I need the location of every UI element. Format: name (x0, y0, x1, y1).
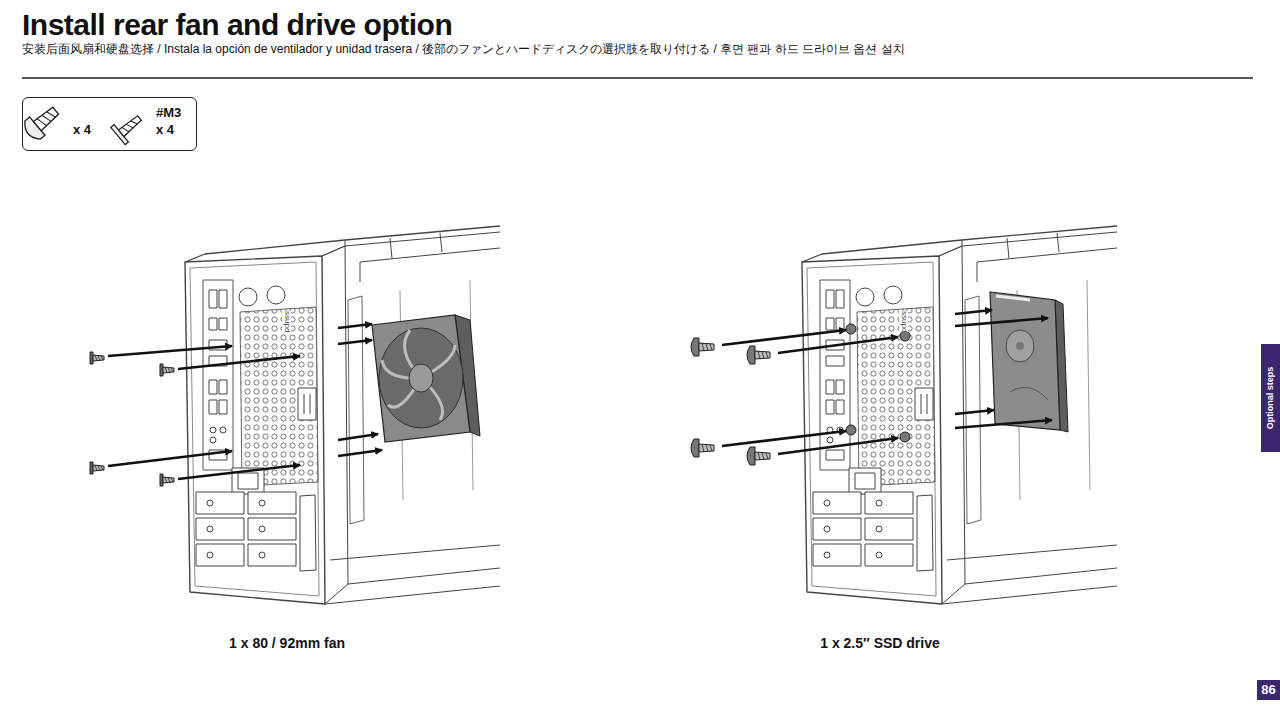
screw-icon (111, 109, 147, 144)
step-caption: 1 x 80 / 92mm fan (229, 636, 345, 651)
case-logo: ssupd (899, 311, 908, 332)
screw-icon (20, 101, 63, 143)
screw-type: #M3 (156, 106, 181, 120)
case-logo: ssupd (282, 311, 291, 332)
ssd-drive (990, 292, 1068, 432)
quantity: x 4 (156, 123, 174, 137)
page-title: Install rear fan and drive option (22, 8, 452, 42)
step-caption: 1 x 2.5″ SSD drive (820, 636, 940, 651)
screw (160, 474, 174, 486)
tab-label: Optional steps (1266, 367, 1276, 430)
parts-box: x 4 #M3 x 4 (22, 97, 197, 151)
screw (160, 364, 174, 376)
quantity: x 4 (73, 123, 91, 137)
screw (90, 352, 104, 364)
screw (747, 447, 770, 465)
pc-case (802, 226, 1117, 604)
screw (90, 462, 104, 474)
subtitle: 安装后面风扇和硬盘选择 / Instala la opción de venti… (22, 43, 905, 56)
screw (691, 439, 714, 457)
fan (372, 315, 480, 442)
arrows (722, 310, 1052, 454)
screw (691, 338, 714, 356)
pc-case (185, 226, 500, 604)
arrows (108, 324, 382, 479)
header-rule (22, 77, 1253, 78)
section-tab: Optional steps (1261, 344, 1280, 452)
page-number: 86 (1257, 680, 1280, 700)
page-number-text: 86 (1261, 683, 1275, 697)
screw (747, 346, 770, 364)
